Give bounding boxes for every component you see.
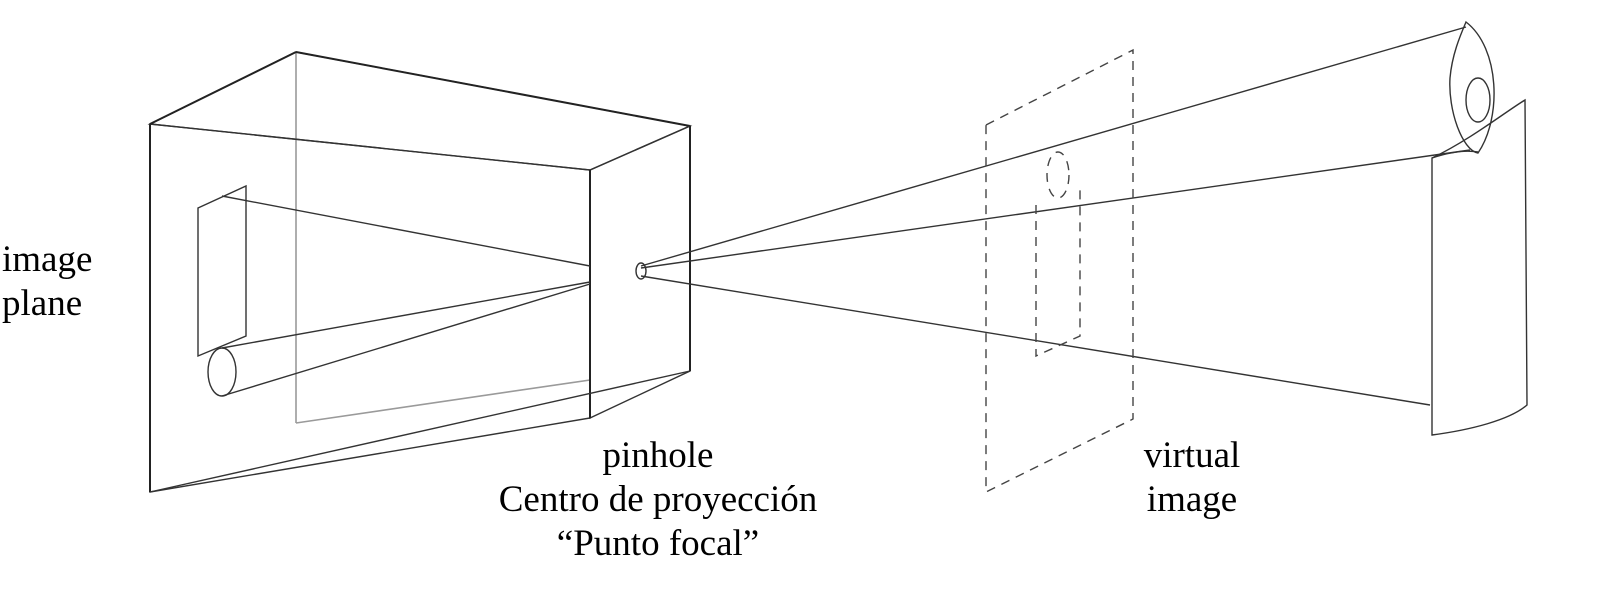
virtual-image-label-line-2: image [1146,479,1238,520]
pinhole-label-line-3: “Punto focal” [556,523,760,564]
image-plane-rect [197,184,247,358]
camera-bottom-edge [149,370,691,493]
virtual-candle-flame [1046,151,1070,199]
image-plane-label-line-1: image [2,239,93,280]
camera-top-edge [295,51,691,127]
candle [1431,20,1528,436]
virtual-plane-rect [985,48,1134,494]
candle-flame-inner-icon [1465,77,1491,123]
pinhole-label-line-2: Centro de proyección [498,479,818,520]
candle-top-rim [1431,150,1479,159]
virtual-candle-body [1035,186,1081,358]
candle-body-icon [1431,98,1528,436]
inverted-candle-edge [221,283,591,397]
pinhole-label-line-1: pinhole [602,435,714,476]
camera-top-edge [149,51,297,125]
image-plane [197,184,591,397]
candle-flame-outer-icon [1449,20,1495,154]
virtual-image-plane [985,48,1134,494]
image-plane-label-line-2: plane [2,283,83,324]
inverted-candle-edge [221,281,591,349]
rays [640,26,1471,406]
ray-to-flame-top [640,26,1467,267]
image-plane-label: image plane [2,238,92,326]
projection-ray [221,195,591,267]
virtual-image-label-line-1: virtual [1143,435,1241,476]
virtual-image-label: virtual image [1126,434,1258,522]
ray-to-flame-base [640,149,1471,269]
pinhole-marker [635,262,647,280]
camera-box [147,51,693,493]
pinhole-label: pinhole Centro de proyección “Punto foca… [478,434,838,566]
inverted-candle-flame [207,347,237,397]
camera-hidden-edge [295,379,591,424]
